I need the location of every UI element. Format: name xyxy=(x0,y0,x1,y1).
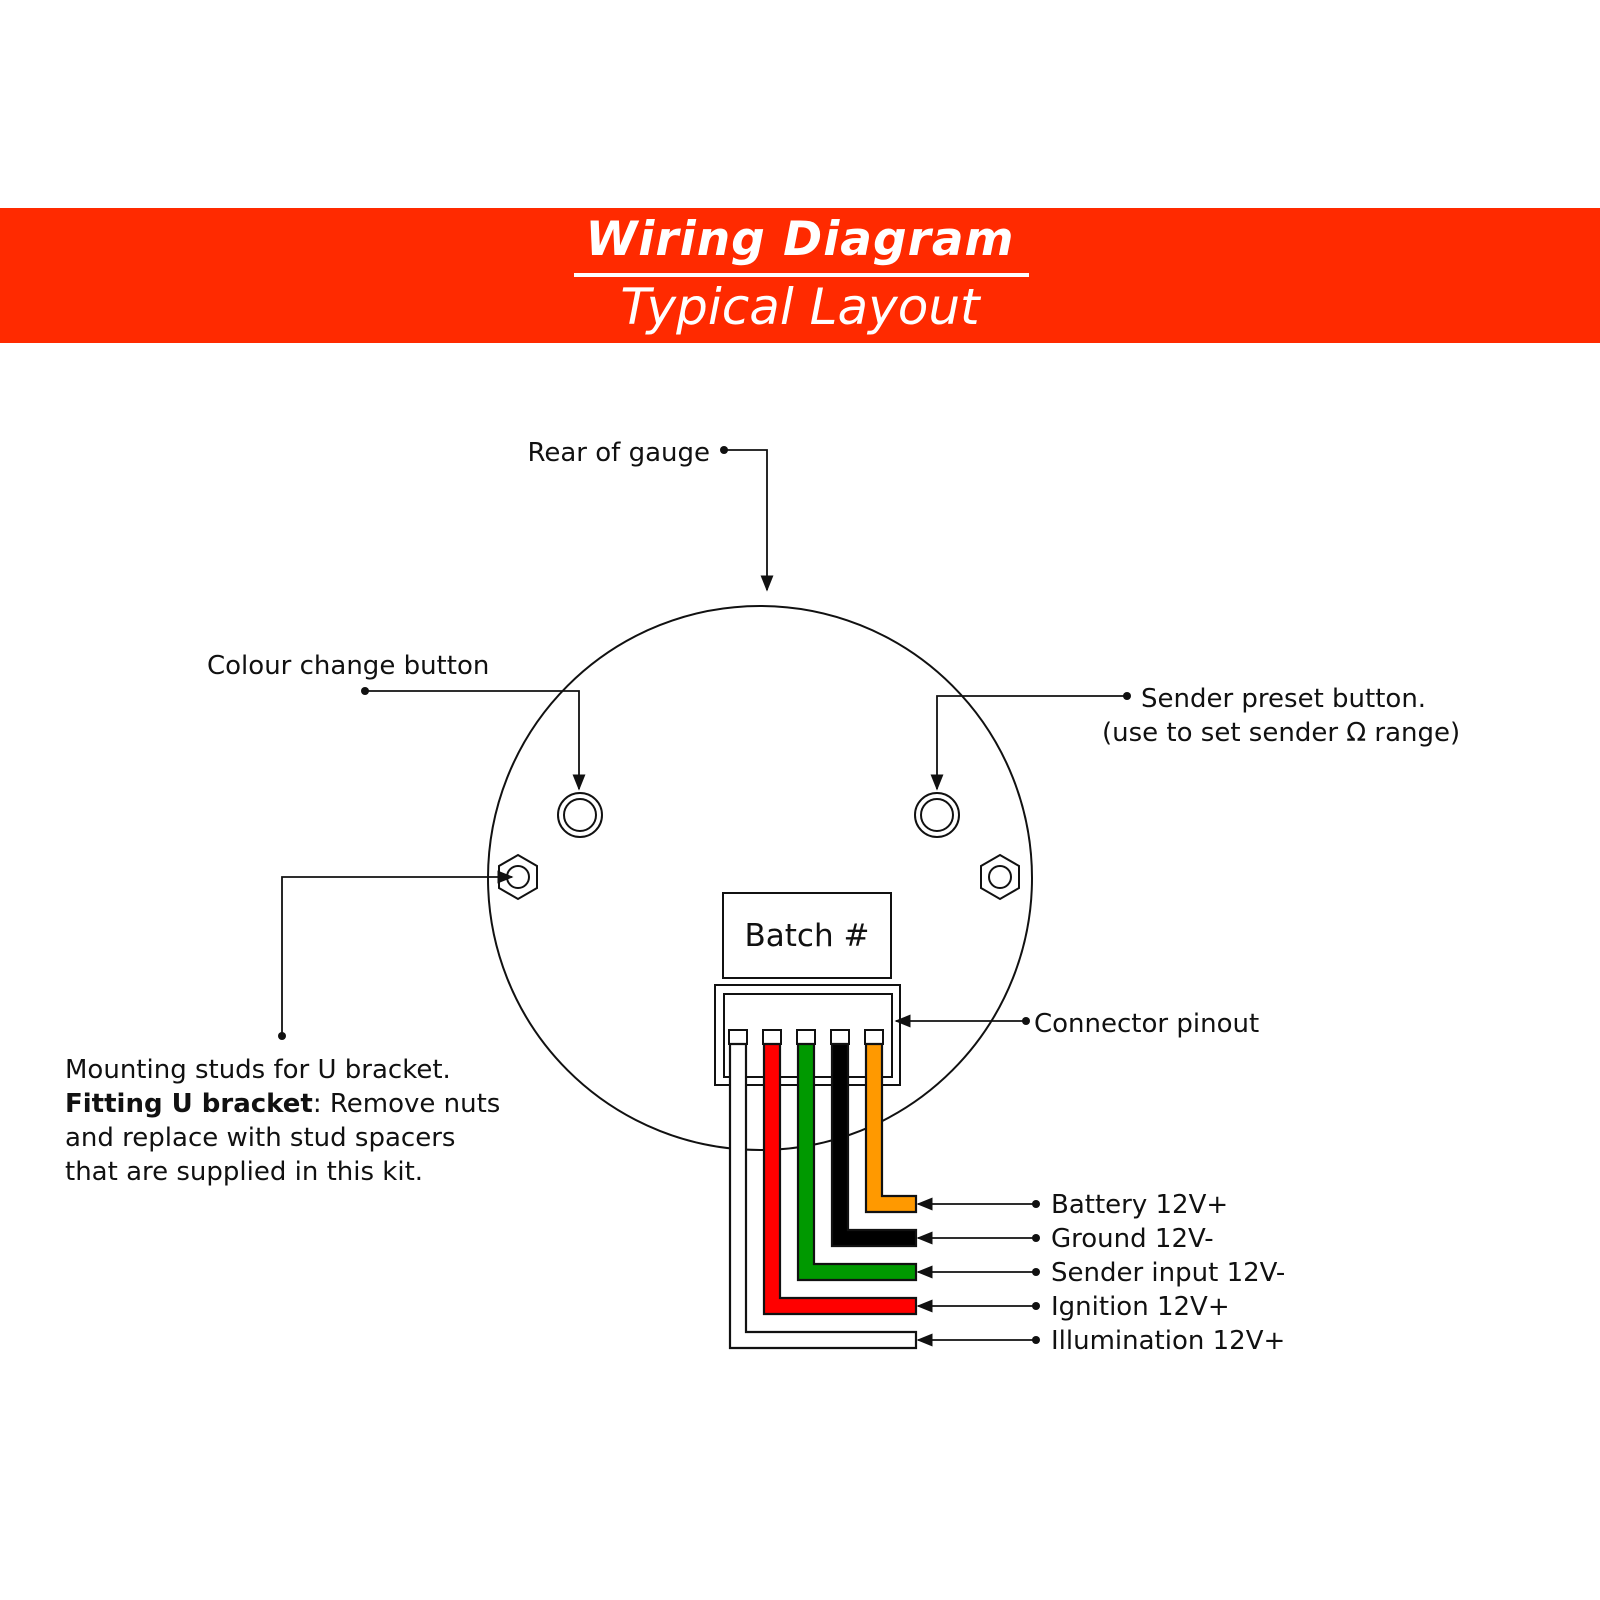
sender-preset-label: Sender preset button. xyxy=(1141,684,1426,714)
mounting-note-bold: Fitting U bracket xyxy=(65,1089,313,1119)
wire-3 xyxy=(796,1029,918,1282)
mounting-stud-pointer xyxy=(281,870,514,1036)
colour-change-button-icon xyxy=(557,792,603,838)
title-divider xyxy=(574,273,1029,277)
sender-preset-pointer xyxy=(930,695,1127,791)
mounting-note-line: Fitting U bracket: Remove nuts xyxy=(65,1087,625,1121)
connector-pinout-label: Connector pinout xyxy=(1034,1009,1259,1039)
wire-2 xyxy=(830,1029,918,1248)
header-banner: Wiring Diagram Typical Layout xyxy=(0,208,1600,343)
wire-label: Illumination 12V+ xyxy=(1051,1326,1285,1356)
batch-box xyxy=(722,892,892,979)
callout-dot xyxy=(1032,1336,1040,1344)
gauge-body xyxy=(487,605,1033,1151)
mounting-note: Mounting studs for U bracket. Fitting U … xyxy=(65,1053,625,1189)
colour-change-pointer xyxy=(365,690,586,791)
wire-label: Ignition 12V+ xyxy=(1051,1292,1230,1322)
wire-label: Sender input 12V- xyxy=(1051,1258,1285,1288)
callout-dot xyxy=(1032,1268,1040,1276)
wire-5 xyxy=(728,1029,918,1350)
mounting-note-line: and replace with stud spacers xyxy=(65,1123,456,1153)
diagram-title: Wiring Diagram xyxy=(585,212,1015,267)
wires-layer xyxy=(728,1029,918,1350)
wire-label: Ground 12V- xyxy=(1051,1224,1214,1254)
callout-dot xyxy=(1032,1200,1040,1208)
wire-label: Battery 12V+ xyxy=(1051,1190,1228,1220)
callout-dot xyxy=(1032,1234,1040,1242)
rear-of-gauge-pointer xyxy=(724,449,774,592)
mounting-note-line: that are supplied in this kit. xyxy=(65,1157,424,1187)
callout-dot xyxy=(1032,1302,1040,1310)
mounting-stud-right-icon xyxy=(980,853,1020,901)
wire-4 xyxy=(762,1029,918,1316)
colour-change-button-label: Colour change button xyxy=(207,651,489,681)
wire-1 xyxy=(864,1029,918,1214)
diagram-subtitle: Typical Layout xyxy=(620,278,980,336)
batch-label: Batch # xyxy=(745,918,870,954)
sender-preset-range-label: (use to set sender Ω range) xyxy=(1102,718,1460,748)
wire-labels: Battery 12V+ Ground 12V- Sender input 12V-… xyxy=(916,1190,1285,1356)
mounting-note-rest: : Remove nuts xyxy=(312,1089,501,1119)
rear-of-gauge-label: Rear of gauge xyxy=(527,438,710,468)
mounting-note-line: Mounting studs for U bracket. xyxy=(65,1055,451,1085)
sender-preset-button-icon xyxy=(914,792,960,838)
